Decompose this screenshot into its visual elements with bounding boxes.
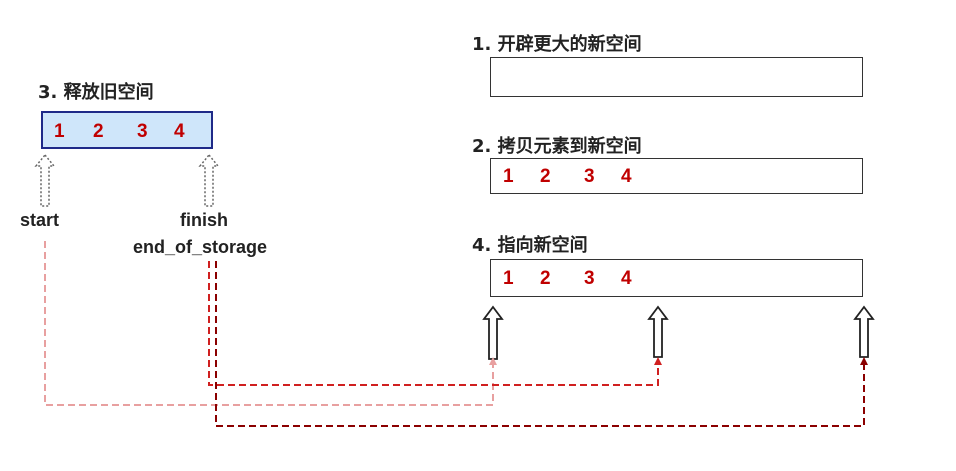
- copied-element-2: 2: [540, 166, 551, 187]
- copied-element-3: 3: [584, 166, 595, 187]
- old-element-3: 3: [137, 121, 148, 142]
- start-pointer-label: start: [20, 210, 60, 230]
- finish-old-arrow-icon: [198, 153, 220, 207]
- end-of-storage-connector-line: [215, 261, 868, 427]
- start-old-arrow-icon: [34, 153, 56, 207]
- new-element-4: 4: [621, 268, 632, 289]
- step1-title: 1. 开辟更大的新空间: [472, 34, 642, 55]
- step4-title: 4. 指向新空间: [472, 235, 588, 256]
- start-connector-line: [44, 241, 497, 406]
- new-empty-array-box: [490, 57, 863, 97]
- old-element-4: 4: [174, 121, 185, 142]
- copied-element-4: 4: [621, 166, 632, 187]
- step3-title: 3. 释放旧空间: [38, 82, 154, 103]
- old-element-1: 1: [54, 121, 65, 142]
- step2-title: 2. 拷贝元素到新空间: [472, 136, 642, 157]
- start-new-arrow-icon: [482, 305, 504, 360]
- new-element-1: 1: [503, 268, 514, 289]
- end-of-storage-new-arrow-icon: [853, 305, 875, 358]
- finish-pointer-label: finish: [180, 210, 228, 230]
- old-array-box: 1 2 3 4: [41, 111, 213, 149]
- copied-array-box: 1 2 3 4: [490, 158, 863, 194]
- old-element-2: 2: [93, 121, 104, 142]
- finish-new-arrow-icon: [647, 305, 669, 358]
- new-element-2: 2: [540, 268, 551, 289]
- new-array-box: 1 2 3 4: [490, 259, 863, 297]
- new-element-3: 3: [584, 268, 595, 289]
- end-of-storage-pointer-label: end_of_storage: [133, 237, 268, 257]
- copied-element-1: 1: [503, 166, 514, 187]
- finish-connector-line: [208, 261, 662, 386]
